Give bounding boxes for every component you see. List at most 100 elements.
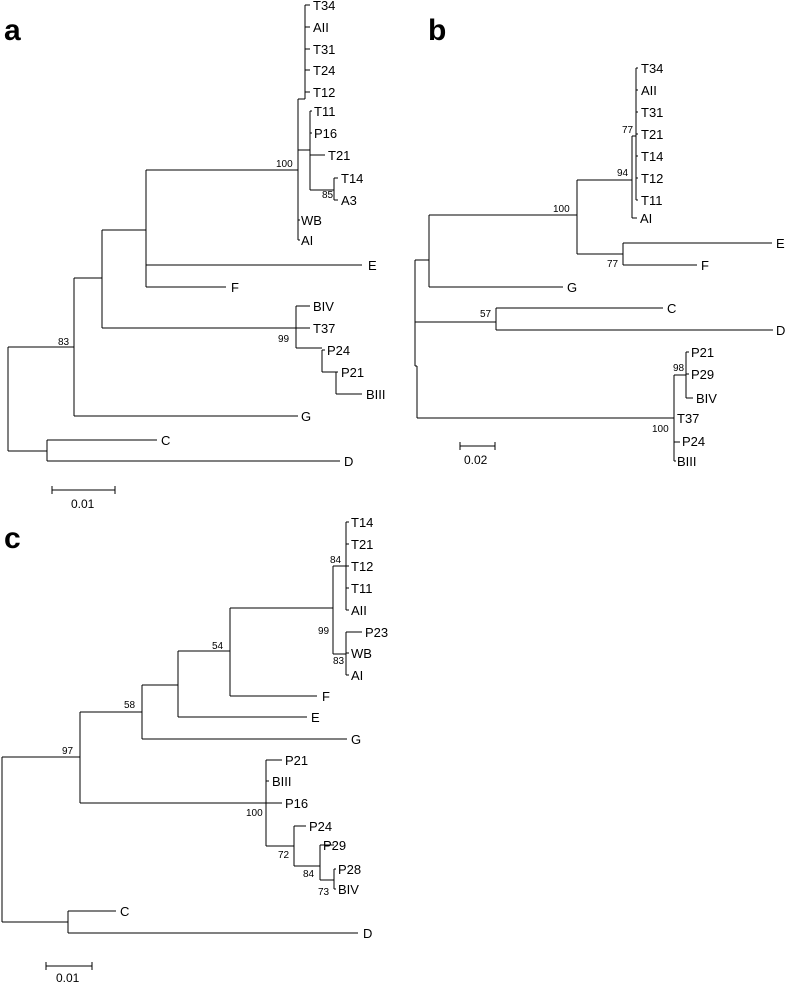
leaf-label: G bbox=[301, 409, 311, 424]
leaf-label: T12 bbox=[351, 559, 373, 574]
panel-c-scale-bar: 0.01 bbox=[45, 962, 93, 985]
leaf-label: D bbox=[363, 926, 372, 941]
leaf-label: E bbox=[368, 258, 377, 273]
leaf-label: BIII bbox=[677, 454, 697, 469]
leaf-label: P24 bbox=[327, 343, 350, 358]
leaf-label: P16 bbox=[285, 796, 308, 811]
leaf-label: T12 bbox=[641, 171, 663, 186]
leaf-label: BIII bbox=[366, 387, 386, 402]
leaf-label: C bbox=[120, 904, 129, 919]
bootstrap-label: 77 bbox=[607, 259, 619, 270]
bootstrap-label: 58 bbox=[124, 700, 136, 711]
leaf-label: P28 bbox=[338, 862, 361, 877]
leaf-label: G bbox=[567, 280, 577, 295]
leaf-label: P29 bbox=[691, 367, 714, 382]
leaf-label: D bbox=[344, 454, 353, 469]
leaf-label: BIV bbox=[338, 882, 359, 897]
panel-a-bootstrap-values: 100 85 99 83 bbox=[58, 159, 334, 348]
bootstrap-label: 100 bbox=[553, 204, 570, 215]
scale-bar-label: 0.01 bbox=[71, 497, 95, 511]
leaf-label: F bbox=[322, 689, 330, 704]
panel-c-branches bbox=[1, 521, 362, 934]
leaf-label: T12 bbox=[313, 85, 335, 100]
bootstrap-label: 85 bbox=[322, 190, 334, 201]
leaf-label: T11 bbox=[351, 581, 372, 596]
leaf-label: AI bbox=[640, 211, 652, 226]
panel-c-leaf-labels: T14 T21 T12 T11 AII P23 WB AI F E G P21 … bbox=[120, 515, 388, 941]
leaf-label: P21 bbox=[285, 753, 308, 768]
leaf-label: AII bbox=[641, 83, 657, 98]
leaf-label: T11 bbox=[314, 104, 335, 119]
leaf-label: P24 bbox=[682, 434, 705, 449]
bootstrap-label: 99 bbox=[318, 626, 330, 637]
leaf-label: T14 bbox=[341, 171, 363, 186]
panel-b-leaf-labels: T34 AII T31 T21 T14 T12 T11 AI E F G C D… bbox=[567, 61, 785, 469]
leaf-label: AI bbox=[301, 233, 313, 248]
leaf-label: T31 bbox=[313, 42, 335, 57]
panel-a: a bbox=[4, 0, 386, 511]
bootstrap-label: 94 bbox=[617, 168, 629, 179]
leaf-label: A3 bbox=[341, 193, 357, 208]
bootstrap-label: 73 bbox=[318, 887, 330, 898]
leaf-label: WB bbox=[351, 646, 372, 661]
bootstrap-label: 100 bbox=[652, 424, 669, 435]
panel-b: b bbox=[414, 14, 785, 469]
bootstrap-label: 83 bbox=[58, 337, 70, 348]
panel-b-scale-bar: 0.02 bbox=[459, 442, 496, 467]
leaf-label: T31 bbox=[641, 105, 663, 120]
panel-a-leaf-labels: T34 AII T31 T24 T12 T11 P16 T21 T14 A3 W… bbox=[161, 0, 386, 469]
bootstrap-label: 77 bbox=[622, 125, 634, 136]
leaf-label: E bbox=[311, 710, 320, 725]
leaf-label: G bbox=[351, 732, 361, 747]
leaf-label: T21 bbox=[351, 537, 373, 552]
leaf-label: C bbox=[667, 301, 676, 316]
tree-branch bbox=[45, 962, 93, 970]
leaf-label: T14 bbox=[641, 149, 663, 164]
panel-b-bootstrap-values: 77 94 100 77 57 98 100 bbox=[480, 125, 685, 435]
leaf-label: BIV bbox=[313, 299, 334, 314]
leaf-label: WB bbox=[301, 213, 322, 228]
leaf-label: AII bbox=[313, 20, 329, 35]
bootstrap-label: 84 bbox=[330, 555, 342, 566]
bootstrap-label: 57 bbox=[480, 309, 492, 320]
leaf-label: T37 bbox=[313, 321, 335, 336]
leaf-label: T21 bbox=[328, 148, 350, 163]
tree-branch bbox=[459, 442, 496, 450]
bootstrap-label: 97 bbox=[62, 746, 74, 757]
bootstrap-label: 72 bbox=[278, 850, 290, 861]
leaf-label: T34 bbox=[313, 0, 335, 13]
bootstrap-label: 100 bbox=[276, 159, 293, 170]
panel-b-letter: b bbox=[428, 14, 446, 47]
bootstrap-label: 99 bbox=[278, 334, 290, 345]
leaf-label: P21 bbox=[691, 345, 714, 360]
leaf-label: D bbox=[776, 323, 785, 338]
leaf-label: C bbox=[161, 433, 170, 448]
bootstrap-label: 83 bbox=[333, 656, 345, 667]
bootstrap-label: 98 bbox=[673, 363, 685, 374]
leaf-label: T24 bbox=[313, 63, 335, 78]
panel-c: c bbox=[1, 515, 388, 985]
leaf-label: P23 bbox=[365, 625, 388, 640]
tree-branch bbox=[51, 486, 116, 494]
leaf-label: T14 bbox=[351, 515, 373, 530]
panel-a-branches bbox=[7, 4, 362, 462]
panel-b-branches bbox=[414, 67, 773, 462]
leaf-label: P21 bbox=[341, 365, 364, 380]
leaf-label: BIV bbox=[696, 391, 717, 406]
leaf-label: T37 bbox=[677, 411, 699, 426]
leaf-label: P29 bbox=[323, 838, 346, 853]
leaf-label: F bbox=[701, 258, 709, 273]
bootstrap-label: 100 bbox=[246, 808, 263, 819]
panel-c-letter: c bbox=[4, 522, 21, 555]
panel-a-scale-bar: 0.01 bbox=[51, 486, 116, 511]
panel-c-bootstrap-values: 84 99 83 54 58 97 100 72 84 73 bbox=[62, 555, 345, 898]
leaf-label: AII bbox=[351, 603, 367, 618]
bootstrap-label: 54 bbox=[212, 641, 224, 652]
leaf-label: P16 bbox=[314, 126, 337, 141]
scale-bar-label: 0.02 bbox=[464, 453, 488, 467]
leaf-label: E bbox=[776, 236, 785, 251]
bootstrap-label: 84 bbox=[303, 869, 315, 880]
leaf-label: AI bbox=[351, 668, 363, 683]
